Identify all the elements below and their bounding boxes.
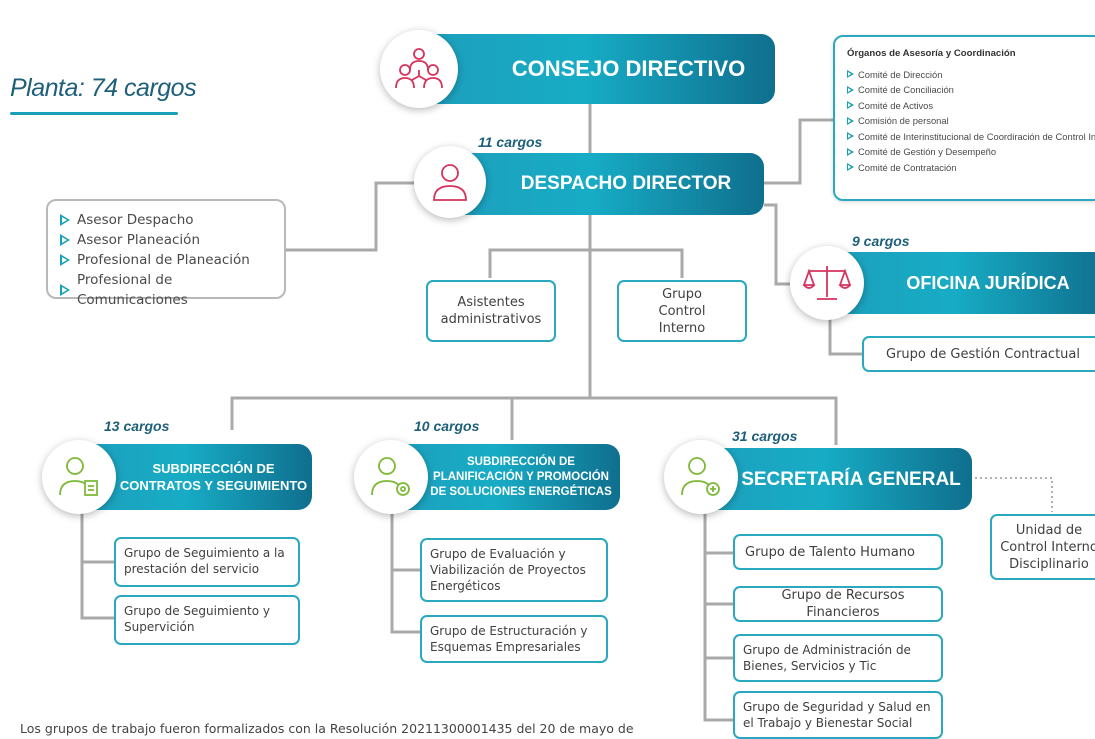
- organo-item: Comité de Interinstitucional de Coordira…: [847, 129, 1095, 145]
- asesor-item: Profesional de Comunicaciones: [60, 270, 272, 310]
- footer-note: Los grupos de trabajo fueron formalizado…: [20, 721, 634, 736]
- sub2-group-item: Grupo de Estructuración y Esquemas Empre…: [420, 615, 608, 663]
- banner-line: SUBDIRECCIÓN DE: [152, 461, 275, 476]
- triangle-bullet-icon: [847, 85, 854, 94]
- despacho-director-banner: DESPACHO DIRECTOR: [448, 153, 764, 215]
- consejo-directivo-banner: CONSEJO DIRECTIVO: [427, 34, 775, 104]
- planta-title: Planta: 74 cargos: [10, 74, 197, 102]
- employee-settings-icon: [664, 440, 738, 514]
- person-icon: [414, 146, 486, 218]
- banner-line: DE SOLUCIONES ENERGÉTICAS: [430, 485, 612, 498]
- group-people-icon: [380, 30, 458, 108]
- banner-line: SUBDIRECCIÓN DE: [467, 455, 575, 468]
- triangle-bullet-icon: [60, 214, 70, 226]
- unidad-control-interno-box: Unidad de Control Interno Disciplinario: [990, 514, 1095, 580]
- triangle-bullet-icon: [847, 116, 854, 125]
- triangle-bullet-icon: [60, 254, 70, 266]
- organo-item: Comité de Activos: [847, 98, 1089, 114]
- asesores-box: Asesor Despacho Asesor Planeación Profes…: [46, 199, 286, 308]
- sub3-group-item: Grupo de Talento Humano: [733, 534, 943, 570]
- banner-line: CONTRATOS Y SEGUIMIENTO: [119, 478, 308, 493]
- employee-document-icon: [42, 440, 116, 514]
- asesor-item: Asesor Planeación: [60, 230, 272, 250]
- despacho-director-title: DESPACHO DIRECTOR: [520, 173, 732, 194]
- sub3-group-item: Grupo de Administración de Bienes, Servi…: [733, 634, 943, 682]
- asistentes-box: Asistentes administrativos: [426, 280, 556, 342]
- triangle-bullet-icon: [60, 234, 70, 246]
- organos-title: Órganos de Asesoría y Coordinación: [847, 48, 1016, 59]
- organo-item: Comité de Contratación: [847, 160, 1089, 176]
- asesor-item: Asesor Despacho: [60, 210, 272, 230]
- planta-underline: [10, 112, 178, 115]
- banner-line: PLANIFICACIÓN Y PROMOCIÓN: [433, 470, 609, 483]
- organos-asesoria-box: Órganos de Asesoría y Coordinación Comit…: [833, 35, 1095, 201]
- oficina-juridica-title: OFICINA JURÍDICA: [906, 272, 1070, 293]
- sub3-group-item: Grupo de Seguridad y Salud en el Trabajo…: [733, 691, 943, 739]
- employee-gear-icon: [354, 440, 428, 514]
- triangle-bullet-icon: [847, 101, 854, 110]
- sub2-group-item: Grupo de Evaluación y Viabilización de P…: [420, 538, 608, 602]
- sub2-cargos: 10 cargos: [414, 418, 480, 434]
- control-interno-box: Grupo Control Interno: [617, 280, 747, 342]
- triangle-bullet-icon: [847, 147, 854, 156]
- subdireccion-planificacion-banner: SUBDIRECCIÓN DE PLANIFICACIÓN Y PROMOCIÓN…: [392, 444, 620, 510]
- asesor-item: Profesional de Planeación: [60, 250, 272, 270]
- consejo-directivo-title: CONSEJO DIRECTIVO: [511, 56, 746, 81]
- sub1-group-item: Grupo de Seguimiento a la prestación del…: [114, 537, 300, 587]
- secretaria-general-title: SECRETARÍA GENERAL: [741, 468, 961, 490]
- triangle-bullet-icon: [847, 132, 854, 141]
- sub1-cargos: 13 cargos: [104, 418, 170, 434]
- triangle-bullet-icon: [847, 163, 854, 172]
- subdireccion-contratos-banner: SUBDIRECCIÓN DE CONTRATOS Y SEGUIMIENTO: [80, 444, 312, 510]
- oficina-juridica-banner: OFICINA JURÍDICA: [828, 252, 1095, 314]
- organo-item: Comisión de personal: [847, 113, 1089, 129]
- despacho-cargos: 11 cargos: [478, 134, 543, 150]
- organo-item: Comité de Dirección: [847, 67, 1089, 83]
- sub1-group-item: Grupo de Seguimiento y Supervición: [114, 595, 300, 645]
- sub3-cargos: 31 cargos: [732, 428, 798, 444]
- gestion-contractual-box: Grupo de Gestión Contractual: [862, 336, 1095, 372]
- organo-item: Comité de Conciliación: [847, 82, 1089, 98]
- triangle-bullet-icon: [60, 284, 70, 296]
- sub3-group-item: Grupo de Recursos Financieros: [733, 586, 943, 622]
- organo-item: Comité de Gestión y Desempeño: [847, 144, 1089, 160]
- triangle-bullet-icon: [847, 70, 854, 79]
- secretaria-general-banner: SECRETARÍA GENERAL: [700, 448, 972, 510]
- juridica-cargos: 9 cargos: [852, 233, 910, 249]
- scales-icon: [790, 246, 864, 320]
